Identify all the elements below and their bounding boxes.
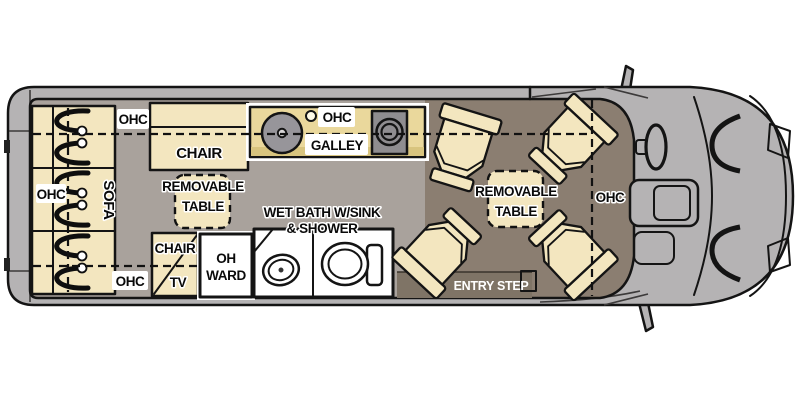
roof-seam-top	[603, 86, 649, 99]
step-mechanism	[520, 270, 537, 292]
cab-cockpit	[628, 95, 791, 297]
chair-tv-tv-label: TV	[170, 275, 187, 290]
chair-front-label: CHAIR	[176, 145, 222, 162]
removable-table-2	[486, 169, 545, 229]
wet-bath-label: WET BATH W/SINK	[264, 205, 381, 220]
ohc-rear-bottom-label: OHC	[116, 274, 145, 289]
chair-tv-chair-label: CHAIR	[155, 241, 196, 256]
sofa-label: SOFA	[100, 180, 117, 220]
dashboard-console	[628, 178, 700, 228]
seatbelt-icon	[54, 170, 91, 228]
toilet-icon	[320, 241, 384, 287]
headlight-top-icon	[767, 123, 791, 159]
oh-ward-cabinet	[197, 231, 255, 300]
windshield-line	[693, 96, 713, 296]
cab-roof-seam	[531, 88, 597, 98]
bath-sink-icon	[261, 253, 301, 287]
svg-text:TABLE: TABLE	[182, 199, 224, 214]
labels: OHC OHC SOFA CHAIR REMOVABLE TABLE OHC G…	[35, 107, 627, 293]
roof-seam-bottom	[603, 293, 649, 306]
removable-table-2-label: REMOVABLE	[475, 184, 557, 199]
rear-hinge-top-icon	[4, 140, 10, 153]
hood-crease-bottom	[709, 224, 741, 283]
rear-hinge-bottom-icon	[4, 258, 10, 271]
oh-ward-label: OH	[216, 251, 235, 266]
svg-text:& SHOWER: & SHOWER	[286, 221, 358, 236]
hood-crease-top	[709, 113, 741, 174]
dash-lower-shape	[633, 231, 675, 265]
seatbelt-icon	[54, 108, 91, 166]
removable-table-1-label: REMOVABLE	[162, 179, 244, 194]
chair-tv-cabinet	[150, 231, 200, 298]
svg-text:WARD: WARD	[206, 268, 246, 283]
removable-table-1	[173, 173, 232, 230]
interior-outline	[28, 97, 636, 300]
front-fascia-line	[749, 95, 787, 297]
faucet-icon	[305, 110, 317, 122]
steering-wheel-icon	[644, 123, 668, 171]
seatbelt-icon	[54, 233, 91, 291]
ohc-rear-top-label: OHC	[119, 112, 148, 127]
wet-bath	[252, 227, 395, 299]
ohc-galley-label: OHC	[323, 110, 352, 125]
headlight-bottom-icon	[767, 237, 791, 273]
svg-text:TABLE: TABLE	[495, 204, 537, 219]
entry-step-label: ENTRY STEP	[454, 279, 529, 293]
console-inset	[653, 185, 691, 221]
galley-label: GALLEY	[311, 138, 364, 153]
ohc-cab-label: OHC	[596, 190, 625, 205]
ohc-sofa-label: OHC	[37, 187, 66, 202]
